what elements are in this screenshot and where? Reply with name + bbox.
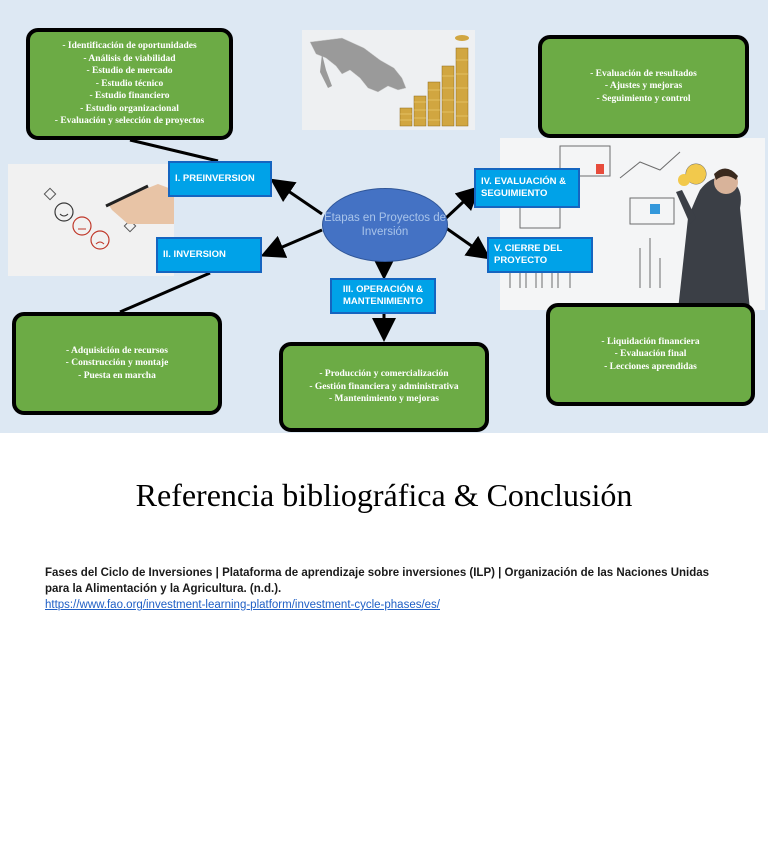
operacion-item: - Mantenimiento y mejoras [328, 394, 439, 405]
preinversion-item: - Identificación de oportunidades [62, 41, 197, 52]
arrow-to-evaluacion [444, 185, 481, 220]
cierre-details-box: - Liquidación financiera - Evaluación fi… [546, 303, 755, 406]
inversion-details-box: - Adquisición de recursos - Construcción… [12, 312, 222, 415]
preinversion-item: - Estudio de mercado [86, 66, 173, 77]
businessman-sketches-image [500, 138, 765, 310]
connector-inv [119, 271, 211, 314]
connector-pre [129, 138, 219, 163]
cierre-item: - Liquidación financiera [601, 336, 700, 347]
preinversion-details-box: - Identificación de oportunidades - Anál… [26, 28, 233, 140]
arrow-to-preinversion [270, 178, 323, 216]
map-coins-image [302, 30, 475, 130]
preinversion-item: - Estudio técnico [95, 78, 164, 89]
stage-label-inversion: II. INVERSION [156, 237, 262, 273]
page-title: Referencia bibliográfica & Conclusión [135, 477, 633, 513]
inversion-item: - Adquisición de recursos [66, 345, 168, 356]
stage-label-evaluacion: IV. EVALUACIÓN & SEGUIMIENTO [474, 168, 580, 208]
inversion-item: - Puesta en marcha [78, 370, 156, 381]
preinversion-item: - Estudio organizacional [80, 103, 179, 114]
reference-link[interactable]: https://www.fao.org/investment-learning-… [45, 599, 440, 611]
preinversion-item: - Análisis de viabilidad [83, 53, 176, 64]
cierre-item: - Evaluación final [614, 349, 687, 360]
operacion-details-box: - Producción y comercialización - Gestió… [279, 342, 489, 432]
evaluacion-details-box: - Evaluación de resultados - Ajustes y m… [538, 35, 749, 138]
stage-label-cierre: V. CIERRE DEL PROYECTO [487, 237, 593, 273]
stage-label-operacion: III. OPERACIÓN & MANTENIMIENTO [330, 278, 436, 314]
center-node: Etapas en Proyectos de Inversión [322, 188, 448, 262]
cierre-item: - Lecciones aprendidas [604, 361, 697, 372]
hand-drawing-faces-image [8, 164, 174, 276]
evaluacion-item: - Seguimiento y control [596, 93, 691, 104]
preinversion-item: - Estudio financiero [89, 91, 170, 102]
operacion-item: - Producción y comercialización [319, 369, 449, 380]
bibliographic-reference: Fases del Ciclo de Inversiones | Platafo… [45, 565, 725, 613]
operacion-item: - Gestión financiera y administrativa [309, 381, 459, 392]
evaluacion-item: - Evaluación de resultados [590, 68, 697, 79]
inversion-item: - Construcción y montaje [65, 358, 169, 369]
stage-label-preinversion: I. PREINVERSION [168, 161, 272, 197]
arrow-to-cierre [445, 226, 491, 260]
reference-text: Fases del Ciclo de Inversiones | Platafo… [45, 567, 710, 595]
preinversion-item: - Evaluación y selección de proyectos [54, 116, 205, 127]
arrow-to-inversion [260, 228, 323, 258]
evaluacion-item: - Ajustes y mejoras [604, 81, 683, 92]
investment-stages-diagram: - Identificación de oportunidades - Anál… [0, 0, 768, 433]
